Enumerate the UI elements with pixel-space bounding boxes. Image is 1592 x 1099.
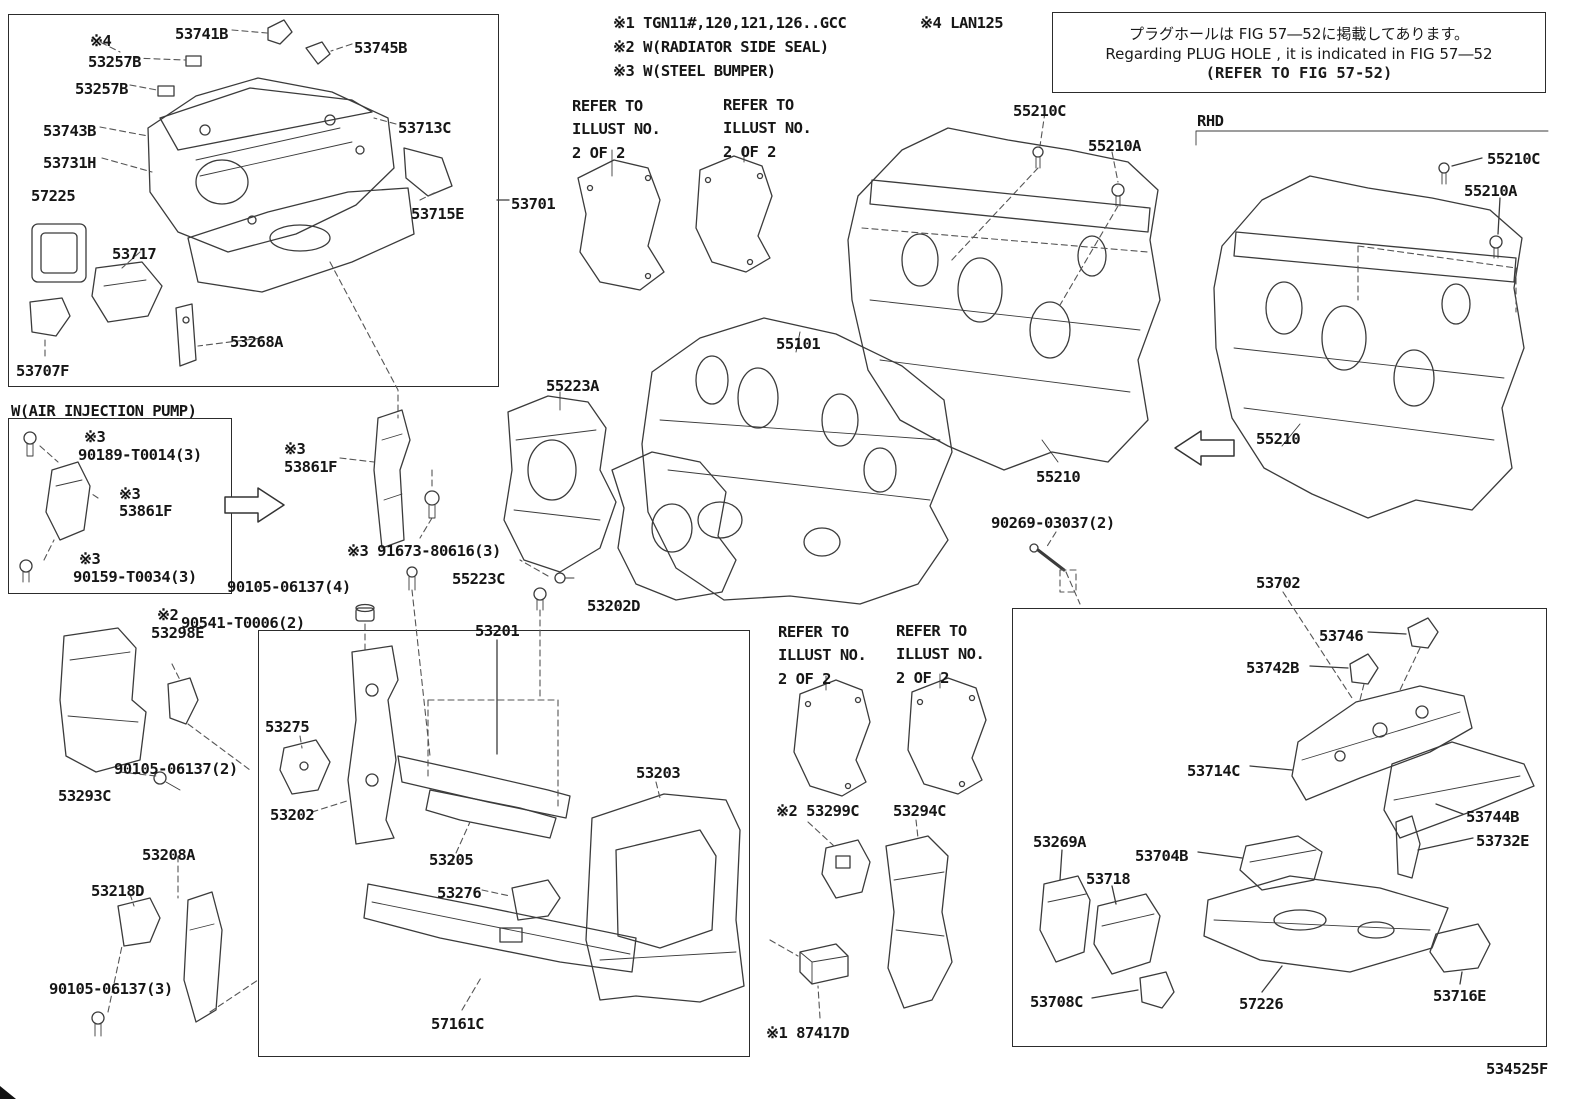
part-label: ※3 W(STEEL BUMPER) — [613, 62, 776, 80]
part-label: 53269A — [1033, 833, 1087, 851]
part-label: 55210 — [1256, 430, 1301, 448]
part-label: 53268A — [230, 333, 284, 351]
part-label: ※2 53299C — [776, 802, 860, 820]
part-label: 53276 — [437, 884, 482, 902]
part-label: 53293C — [58, 787, 112, 805]
part-label: 55210A — [1088, 137, 1142, 155]
part-label: 90105-06137(2) — [114, 760, 238, 778]
part-label: ※3 91673-80616(3) — [347, 542, 501, 560]
part-label: ※1 87417D — [766, 1024, 850, 1042]
part-label: 53743B — [43, 122, 97, 140]
part-label: 53201 — [475, 622, 520, 640]
part-label: ※4 LAN125 — [920, 14, 1004, 32]
part-label: 90541-T0006(2) — [181, 614, 305, 632]
part-label: W(AIR INJECTION PUMP) — [11, 402, 197, 420]
part-label: 55210A — [1464, 182, 1518, 200]
part-label: 53202 — [270, 806, 315, 824]
part-label: ※3 — [284, 440, 306, 458]
part-label: 55223C — [452, 570, 506, 588]
part-label: 90159-T0034(3) — [73, 568, 197, 586]
part-label: 53701 — [511, 195, 556, 213]
part-label: REFER TO ILLUST NO. 2 OF 2 — [572, 97, 661, 162]
plug-hole-note-jp: プラグホールは FIG 57―52に掲載してあります。 — [1129, 25, 1469, 43]
part-label: 57161C — [431, 1015, 485, 1033]
part-label: 55101 — [776, 335, 821, 353]
part-label: 55210C — [1013, 102, 1067, 120]
part-label: 53731H — [43, 154, 97, 172]
part-label: ※3 — [79, 550, 101, 568]
apron-rear-box — [1012, 608, 1547, 1047]
part-label: 53713C — [398, 119, 452, 137]
part-label: 53716E — [1433, 987, 1487, 1005]
part-label: ※4 — [90, 32, 112, 50]
part-label: REFER TO ILLUST NO. 2 OF 2 — [723, 96, 812, 161]
part-label: 53741B — [175, 25, 229, 43]
part-label: 53203 — [636, 764, 681, 782]
part-label: 90105-06137(4) — [227, 578, 351, 596]
part-label: 90105-06137(3) — [49, 980, 173, 998]
part-label: 53208A — [142, 846, 196, 864]
part-label: 53708C — [1030, 993, 1084, 1011]
part-label: 53202D — [587, 597, 641, 615]
part-label: 53707F — [16, 362, 70, 380]
part-label: 53294C — [893, 802, 947, 820]
part-label: 90269-03037(2) — [991, 514, 1115, 532]
part-label: 55223A — [546, 377, 600, 395]
part-label: 53861F — [284, 458, 338, 476]
part-label: 53861F — [119, 502, 173, 520]
part-label: 53298E — [151, 624, 205, 642]
part-label: 53704B — [1135, 847, 1189, 865]
part-label: ※3 — [84, 428, 106, 446]
part-label: 53744B — [1466, 808, 1520, 826]
part-label: 53702 — [1256, 574, 1301, 592]
part-label: 53732E — [1476, 832, 1530, 850]
part-label: ※3 — [119, 485, 141, 503]
part-label: 90189-T0014(3) — [78, 446, 202, 464]
part-label: 53257B — [88, 53, 142, 71]
part-label: 53715E — [411, 205, 465, 223]
part-label: 53746 — [1319, 627, 1364, 645]
part-label: REFER TO ILLUST NO. 2 OF 2 — [896, 622, 985, 687]
part-label: 53745B — [354, 39, 408, 57]
part-label: 534525F — [1486, 1060, 1548, 1078]
part-label: 53714C — [1187, 762, 1241, 780]
part-label: ※2 — [157, 606, 179, 624]
part-label: ※1 TGN11#,120,121,126..GCC — [613, 14, 847, 32]
plug-hole-note-ref: (REFER TO FIG 57-52) — [1205, 64, 1393, 82]
part-label: 57226 — [1239, 995, 1284, 1013]
part-label: RHD — [1197, 112, 1224, 130]
plug-hole-note-en: Regarding PLUG HOLE , it is indicated in… — [1105, 45, 1493, 63]
part-label: 53718 — [1086, 870, 1131, 888]
part-label: REFER TO ILLUST NO. 2 OF 2 — [778, 623, 867, 688]
part-label: 53717 — [112, 245, 157, 263]
part-label: 55210C — [1487, 150, 1541, 168]
part-label: 53742B — [1246, 659, 1300, 677]
part-label: 53218D — [91, 882, 145, 900]
part-label: 53275 — [265, 718, 310, 736]
part-label: 55210 — [1036, 468, 1081, 486]
part-label: ※2 W(RADIATOR SIDE SEAL) — [613, 38, 829, 56]
plug-hole-note-box: プラグホールは FIG 57―52に掲載してあります。 Regarding PL… — [1052, 12, 1546, 93]
part-label: 53257B — [75, 80, 129, 98]
part-label: 57225 — [31, 187, 76, 205]
part-label: 53205 — [429, 851, 474, 869]
